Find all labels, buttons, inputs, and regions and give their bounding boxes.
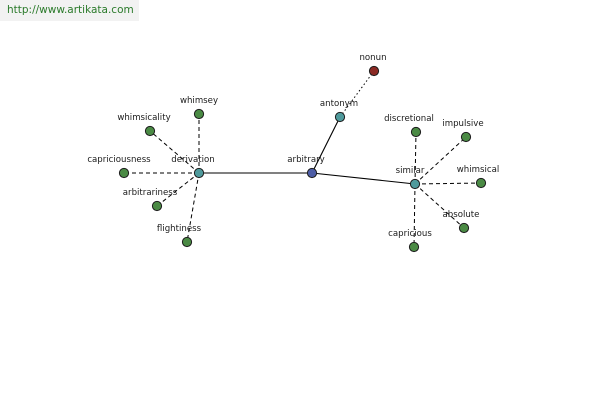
node-label-nonun: nonun <box>359 53 386 63</box>
node-label-whimsical: whimsical <box>457 165 499 175</box>
node-derivation[interactable] <box>193 167 205 179</box>
node-discretional[interactable] <box>410 126 422 138</box>
node-label-flightiness: flightiness <box>157 224 202 234</box>
edges-layer <box>124 70 482 248</box>
node-whimsical[interactable] <box>475 177 487 189</box>
node-capriciousness[interactable] <box>118 167 130 179</box>
node-arbitrary[interactable] <box>306 167 318 179</box>
node-antonym[interactable] <box>334 111 346 123</box>
node-label-antonym: antonym <box>320 99 358 109</box>
node-label-impulsive: impulsive <box>442 119 483 129</box>
node-label-absolute: absolute <box>443 210 480 220</box>
edge-antonym-to-nonun <box>339 70 375 118</box>
node-absolute[interactable] <box>458 222 470 234</box>
edge-similar-to-absolute <box>414 183 465 229</box>
node-label-capricious: capricious <box>388 229 432 239</box>
edge-derivation-to-flightiness <box>186 172 200 243</box>
edge-arbitrary-to-antonym <box>311 116 341 174</box>
node-label-whimsicality: whimsicality <box>117 113 170 123</box>
node-label-derivation: derivation <box>171 155 214 165</box>
node-label-arbitrary: arbitrary <box>287 155 324 165</box>
node-whimsicality[interactable] <box>144 125 156 137</box>
labels-layer: arbitrary derivation antonym similar nonun wh… <box>87 53 499 239</box>
node-arbitrariness[interactable] <box>151 200 163 212</box>
node-nonun[interactable] <box>368 65 380 77</box>
node-label-similar: similar <box>396 166 425 176</box>
source-url-watermark: http://www.artikata.com <box>0 0 139 21</box>
edge-derivation-to-whimsicality <box>149 130 200 174</box>
node-capricious[interactable] <box>408 241 420 253</box>
edge-similar-to-impulsive <box>414 136 467 185</box>
edge-similar-to-capricious <box>413 183 416 248</box>
node-similar[interactable] <box>409 178 421 190</box>
node-label-arbitrariness: arbitrariness <box>123 188 178 198</box>
edge-similar-to-whimsical <box>414 182 482 185</box>
edge-derivation-to-arbitrariness <box>156 172 200 207</box>
node-label-whimsey: whimsey <box>180 96 218 106</box>
edge-similar-to-discretional <box>414 131 417 185</box>
node-impulsive[interactable] <box>460 131 472 143</box>
node-whimsey[interactable] <box>193 108 205 120</box>
edge-arbitrary-to-similar <box>311 172 416 185</box>
node-label-capriciousness: capriciousness <box>87 155 151 165</box>
node-flightiness[interactable] <box>181 236 193 248</box>
nodes-layer <box>118 65 487 253</box>
node-label-discretional: discretional <box>384 114 434 124</box>
